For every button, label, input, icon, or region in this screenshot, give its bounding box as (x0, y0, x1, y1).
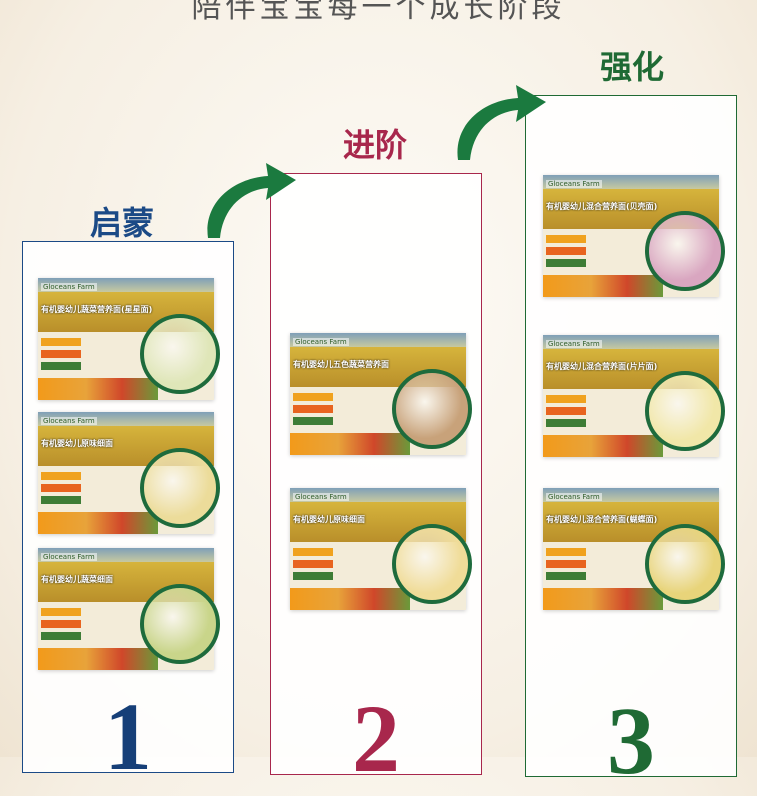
product-box: Gloceans Farm 有机婴幼儿蔬菜细面 (38, 548, 220, 670)
brand-logo: Gloceans Farm (546, 180, 602, 188)
feature-tag (41, 484, 81, 492)
feature-tag (41, 608, 81, 616)
stage-number-2: 2 (352, 685, 400, 792)
pasta-closeup (645, 211, 725, 291)
vegetable-image (543, 588, 663, 610)
feature-tag (546, 247, 586, 255)
vegetable-image (38, 648, 158, 670)
product-box: Gloceans Farm 有机婴幼儿混合营养面(贝壳面) (543, 175, 725, 297)
brand-logo: Gloceans Farm (41, 417, 97, 425)
feature-tag (41, 362, 81, 370)
brand-logo: Gloceans Farm (546, 493, 602, 501)
vegetable-image (290, 433, 410, 455)
pasta-closeup (140, 448, 220, 528)
feature-tag (293, 405, 333, 413)
product-name: 有机婴幼儿混合营养面(片片面) (546, 362, 658, 371)
product-box: Gloceans Farm 有机婴幼儿混合营养面(片片面) (543, 335, 725, 457)
product-name: 有机婴幼儿蔬菜营养面(星星面) (41, 305, 153, 314)
product-box: Gloceans Farm 有机婴幼儿原味细面 (290, 488, 472, 610)
feature-tags (41, 608, 81, 644)
feature-tag (293, 417, 333, 425)
feature-tag (41, 620, 81, 628)
feature-tag (41, 472, 81, 480)
pasta-closeup (392, 369, 472, 449)
vegetable-image (38, 378, 158, 400)
product-box: Gloceans Farm 有机婴幼儿蔬菜营养面(星星面) (38, 278, 220, 400)
page-title: 陪伴宝宝每一个成长阶段 (191, 0, 566, 25)
feature-tag (546, 235, 586, 243)
vegetable-image (290, 588, 410, 610)
feature-tag (41, 350, 81, 358)
feature-tags (546, 395, 586, 431)
product-name: 有机婴幼儿五色蔬菜营养面 (293, 360, 389, 369)
feature-tag (546, 419, 586, 427)
stage-column-2: 2 (270, 173, 482, 792)
feature-tag (293, 393, 333, 401)
feature-tags (546, 235, 586, 271)
arrow-icon (207, 163, 296, 238)
pasta-closeup (645, 371, 725, 451)
product-name: 有机婴幼儿混合营养面(贝壳面) (546, 202, 658, 211)
feature-tag (293, 548, 333, 556)
product-name: 有机婴幼儿混合营养面(蝴蝶面) (546, 515, 658, 524)
vegetable-image (543, 435, 663, 457)
feature-tag (41, 338, 81, 346)
feature-tag (546, 548, 586, 556)
vegetable-image (38, 512, 158, 534)
brand-logo: Gloceans Farm (293, 493, 349, 501)
product-name: 有机婴幼儿原味细面 (293, 515, 365, 524)
feature-tag (293, 572, 333, 580)
feature-tag (546, 407, 586, 415)
product-name: 有机婴幼儿原味细面 (41, 439, 113, 448)
feature-tag (293, 560, 333, 568)
feature-tags (41, 338, 81, 374)
feature-tags (293, 548, 333, 584)
pasta-closeup (140, 584, 220, 664)
stage-label-1: 启蒙 (89, 204, 154, 242)
feature-tag (41, 632, 81, 640)
product-name: 有机婴幼儿蔬菜细面 (41, 575, 113, 584)
feature-tag (546, 560, 586, 568)
product-box: Gloceans Farm 有机婴幼儿原味细面 (38, 412, 220, 534)
feature-tag (546, 259, 586, 267)
vegetable-image (543, 275, 663, 297)
arrow-icon (457, 85, 546, 160)
feature-tags (293, 393, 333, 429)
feature-tag (546, 572, 586, 580)
product-box: Gloceans Farm 有机婴幼儿五色蔬菜营养面 (290, 333, 472, 455)
stage-number-1: 1 (104, 683, 152, 790)
pasta-closeup (645, 524, 725, 604)
feature-tags (546, 548, 586, 584)
stage-label-3: 强化 (599, 48, 664, 86)
stage-label-2: 进阶 (342, 126, 407, 164)
feature-tag (546, 395, 586, 403)
brand-logo: Gloceans Farm (41, 283, 97, 291)
pasta-closeup (392, 524, 472, 604)
product-box: Gloceans Farm 有机婴幼儿混合营养面(蝴蝶面) (543, 488, 725, 610)
feature-tags (41, 472, 81, 508)
brand-logo: Gloceans Farm (546, 340, 602, 348)
feature-tag (41, 496, 81, 504)
brand-logo: Gloceans Farm (41, 553, 97, 561)
pasta-closeup (140, 314, 220, 394)
brand-logo: Gloceans Farm (293, 338, 349, 346)
stage-number-3: 3 (607, 687, 655, 794)
